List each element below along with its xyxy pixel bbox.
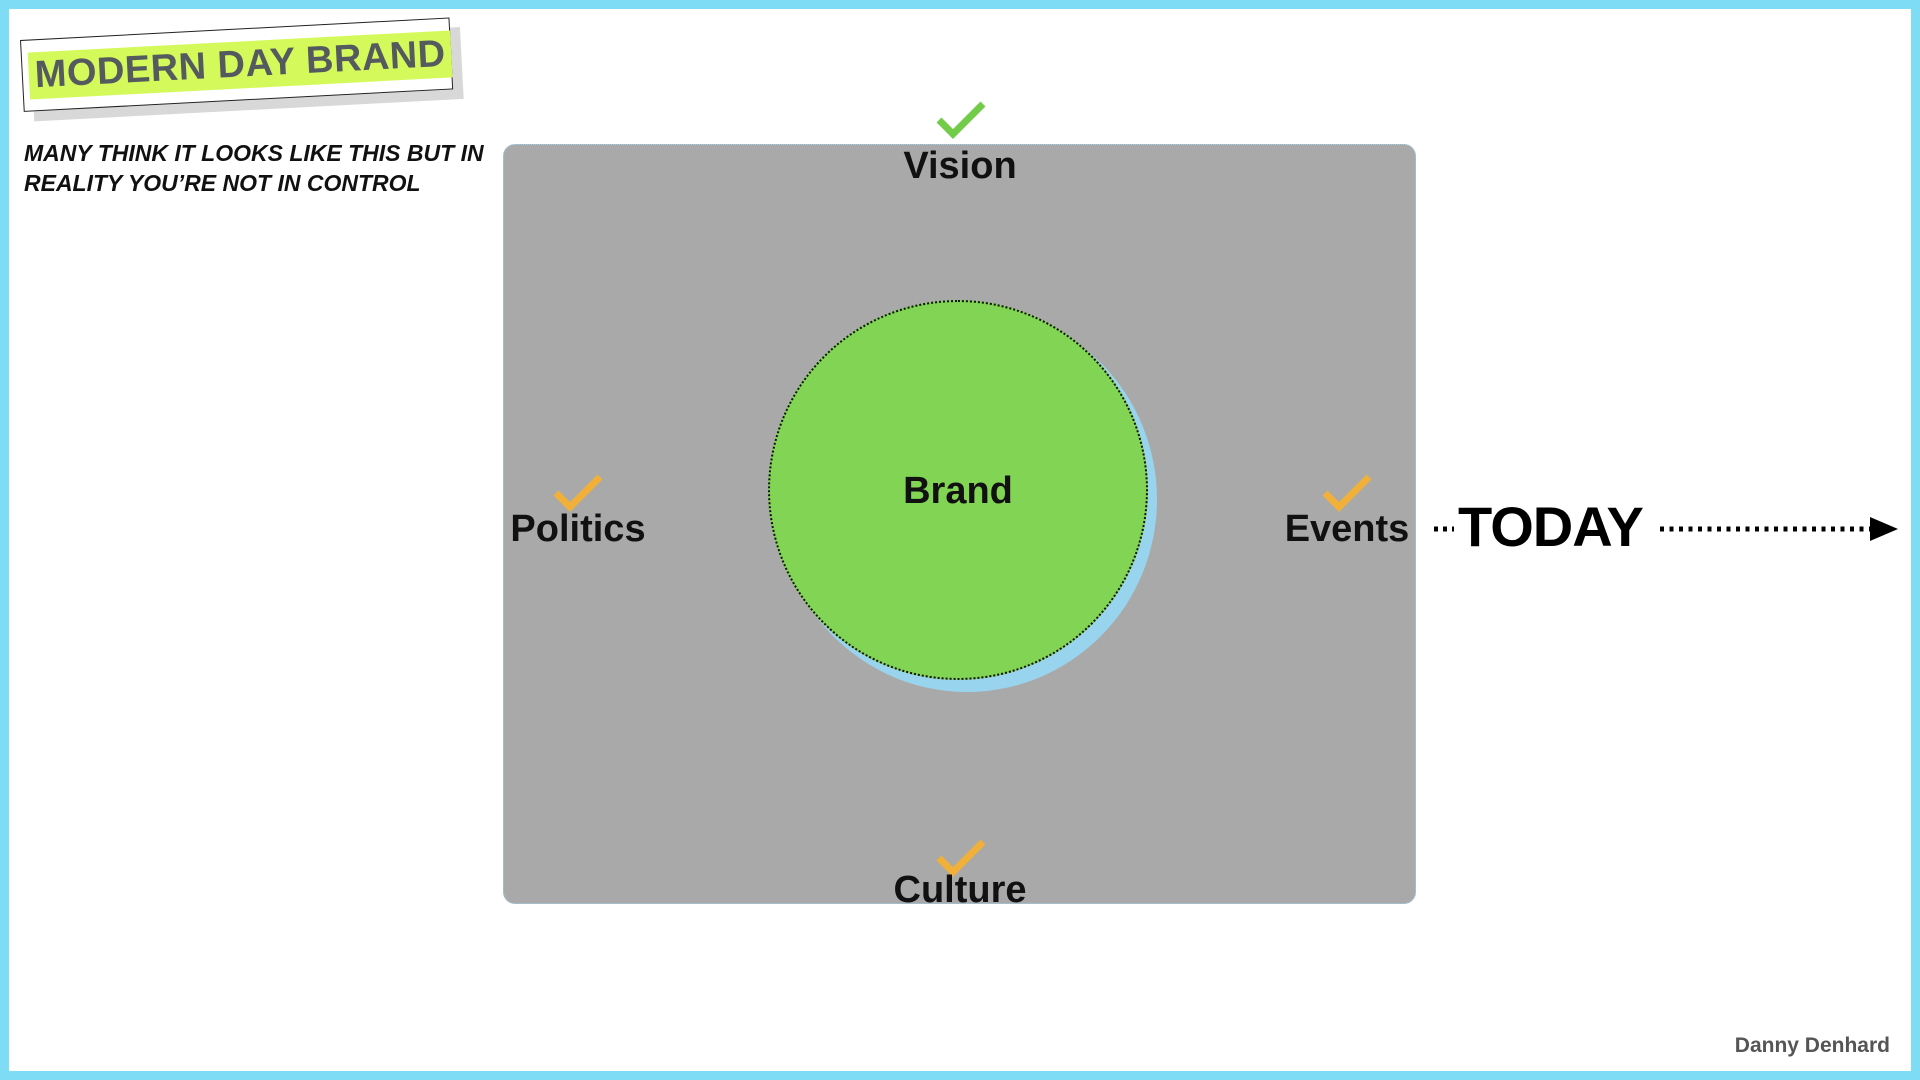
- subtitle-line-2: REALITY YOU’RE NOT IN CONTROL: [24, 170, 421, 196]
- culture-label: Culture: [893, 869, 1027, 911]
- vision-label: Vision: [903, 145, 1017, 187]
- slide-title: MODERN DAY BRAND: [27, 29, 453, 100]
- timeline: TODAY: [1432, 494, 1902, 564]
- brand-label: Brand: [903, 470, 1013, 512]
- check-icon-orange: [553, 474, 603, 512]
- subtitle-line-1: MANY THINK IT LOOKS LIKE THIS BUT IN: [24, 140, 484, 166]
- today-label: TODAY: [1458, 495, 1644, 558]
- politics-label: Politics: [510, 508, 646, 550]
- check-icon-orange: [1322, 474, 1372, 512]
- brand-circle: [768, 300, 1148, 680]
- timeline-dots-left: [1434, 526, 1454, 532]
- check-icon-orange: [936, 839, 986, 877]
- arrow-right-icon: [1660, 517, 1898, 541]
- check-icon-green: [936, 101, 986, 139]
- slide-subtitle: MANY THINK IT LOOKS LIKE THIS BUT IN REA…: [24, 138, 524, 198]
- events-label: Events: [1284, 508, 1410, 550]
- environment-box: [503, 144, 1416, 904]
- author-credit: Danny Denhard: [1734, 1034, 1890, 1057]
